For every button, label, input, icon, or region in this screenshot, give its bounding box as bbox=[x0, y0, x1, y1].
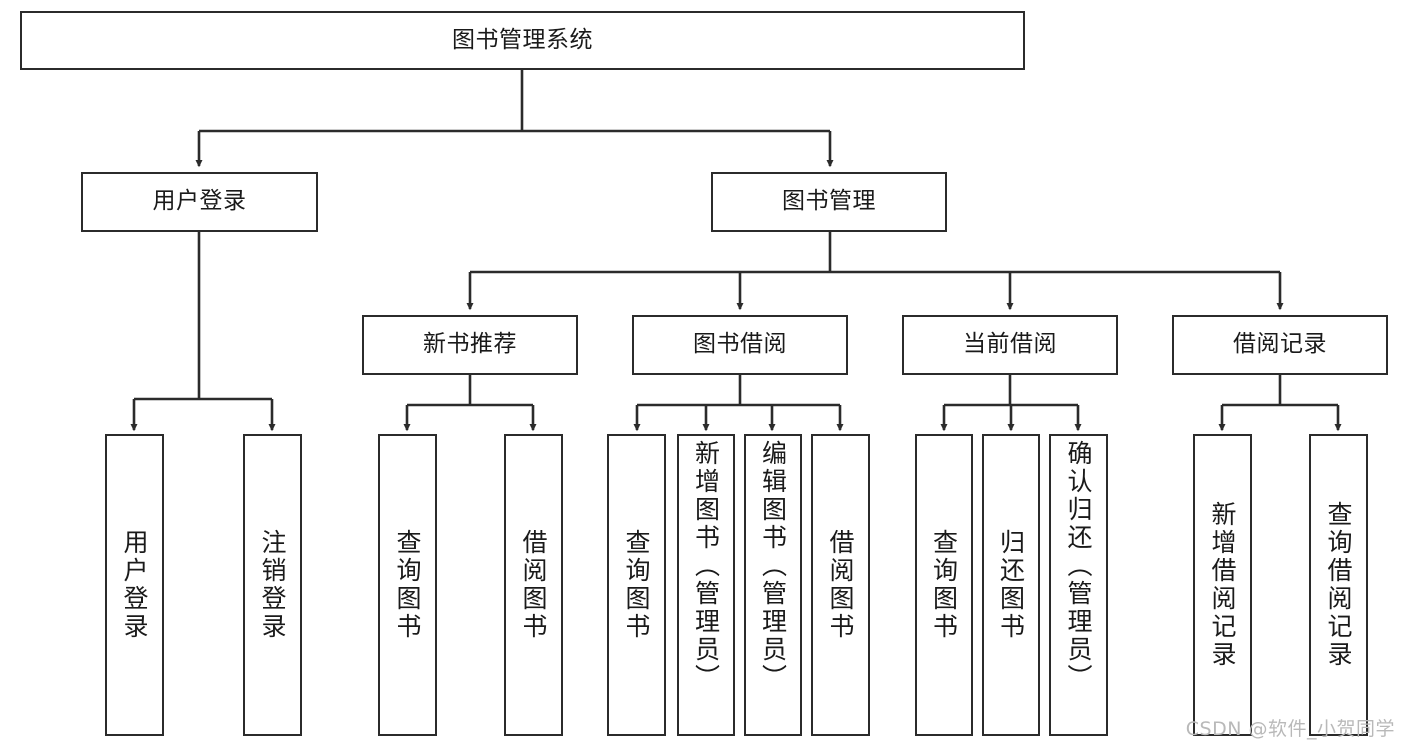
node-label: 借阅图书 bbox=[519, 529, 548, 641]
node-label: 图书管理 bbox=[782, 188, 876, 215]
leaf-query-book-current[interactable]: 查询图书 bbox=[915, 434, 973, 736]
node-book-management[interactable]: 图书管理 bbox=[711, 172, 947, 232]
node-label: 确认归还（管理员） bbox=[1064, 440, 1093, 692]
node-label: 图书管理系统 bbox=[452, 26, 593, 53]
leaf-edit-book-admin[interactable]: 编辑图书（管理员） bbox=[744, 434, 802, 736]
leaf-confirm-return-admin[interactable]: 确认归还（管理员） bbox=[1049, 434, 1108, 736]
leaf-query-book-recommend[interactable]: 查询图书 bbox=[378, 434, 437, 736]
node-new-book-recommend[interactable]: 新书推荐 bbox=[362, 315, 578, 375]
node-label: 归还图书 bbox=[996, 529, 1026, 641]
csdn-watermark: CSDN @软件_小贺同学 bbox=[1185, 718, 1395, 740]
node-current-borrow[interactable]: 当前借阅 bbox=[902, 315, 1118, 375]
leaf-user-login[interactable]: 用户登录 bbox=[105, 434, 164, 736]
leaf-query-borrow-record[interactable]: 查询借阅记录 bbox=[1309, 434, 1368, 736]
leaf-borrow-book-recommend[interactable]: 借阅图书 bbox=[504, 434, 563, 736]
node-label: 查询借阅记录 bbox=[1324, 501, 1353, 669]
node-label: 新增借阅记录 bbox=[1208, 501, 1237, 669]
node-label: 用户登录 bbox=[152, 188, 247, 215]
node-user-login[interactable]: 用户登录 bbox=[81, 172, 318, 232]
node-label: 查询图书 bbox=[393, 529, 422, 641]
leaf-add-borrow-record[interactable]: 新增借阅记录 bbox=[1193, 434, 1252, 736]
node-label: 当前借阅 bbox=[963, 331, 1057, 358]
node-book-borrow[interactable]: 图书借阅 bbox=[632, 315, 848, 375]
node-label: 用户登录 bbox=[120, 529, 149, 641]
leaf-logout-login[interactable]: 注销登录 bbox=[243, 434, 302, 736]
node-label: 新增图书（管理员） bbox=[691, 440, 721, 692]
node-label: 图书借阅 bbox=[693, 331, 787, 358]
node-borrow-record[interactable]: 借阅记录 bbox=[1172, 315, 1388, 375]
node-label: 借阅记录 bbox=[1233, 331, 1327, 358]
leaf-query-book-borrow[interactable]: 查询图书 bbox=[607, 434, 666, 736]
leaf-borrow-book[interactable]: 借阅图书 bbox=[811, 434, 870, 736]
node-label: 注销登录 bbox=[258, 529, 287, 641]
node-label: 借阅图书 bbox=[826, 529, 855, 641]
node-label: 编辑图书（管理员） bbox=[758, 440, 788, 692]
node-root-system[interactable]: 图书管理系统 bbox=[20, 11, 1025, 70]
node-label: 查询图书 bbox=[929, 529, 959, 641]
leaf-return-book[interactable]: 归还图书 bbox=[982, 434, 1040, 736]
node-label: 新书推荐 bbox=[423, 331, 517, 358]
leaf-add-book-admin[interactable]: 新增图书（管理员） bbox=[677, 434, 735, 736]
node-label: 查询图书 bbox=[622, 529, 651, 641]
